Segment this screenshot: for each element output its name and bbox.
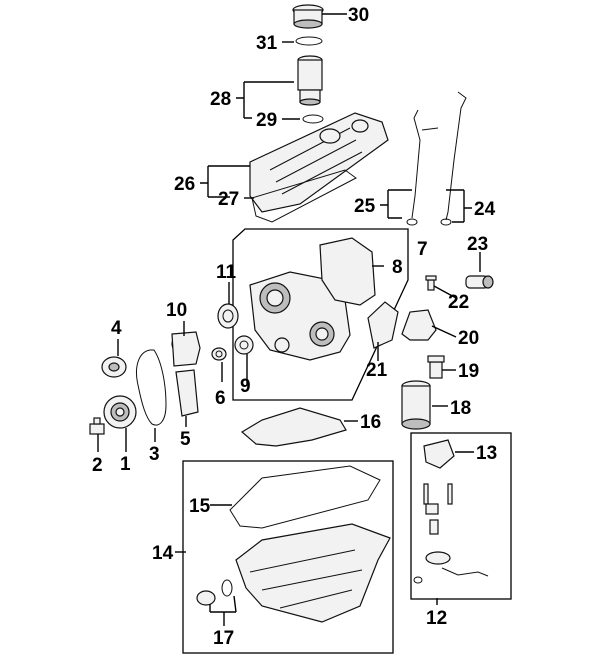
callout-19: 19 bbox=[458, 361, 479, 382]
cover-seal-part bbox=[234, 335, 254, 355]
oil-cooler-fitting-part bbox=[427, 355, 445, 379]
idler-part bbox=[101, 356, 127, 378]
callout-25: 25 bbox=[354, 196, 376, 217]
callout-23: 23 bbox=[467, 234, 488, 255]
callout-26: 26 bbox=[174, 174, 195, 195]
oil-filler-cap-part bbox=[292, 4, 324, 29]
timing-tensioner-part bbox=[175, 369, 199, 417]
oil-pump-group-box bbox=[410, 432, 512, 600]
crankshaft-pulley-part bbox=[103, 395, 137, 429]
callout-14: 14 bbox=[152, 543, 174, 564]
water-pump-gasket-part bbox=[319, 237, 376, 306]
timing-cover-part bbox=[249, 271, 351, 361]
callout-12: 12 bbox=[426, 608, 447, 629]
callout-30: 30 bbox=[348, 5, 369, 26]
oil-pump-assembly-parts bbox=[413, 439, 489, 584]
camshaft-sprocket-part bbox=[171, 331, 201, 367]
callout-9: 9 bbox=[240, 376, 251, 397]
callout-2: 2 bbox=[92, 455, 103, 476]
callout-5: 5 bbox=[180, 429, 191, 450]
callout-31: 31 bbox=[256, 33, 278, 54]
oil-pan-group-box bbox=[182, 460, 394, 654]
pulley-bolt-part bbox=[89, 417, 105, 435]
oil-pressure-sensor-part bbox=[425, 275, 437, 291]
oil-pan-part bbox=[235, 523, 391, 623]
callout-17: 17 bbox=[213, 628, 234, 649]
drain-plug-part bbox=[196, 579, 233, 606]
timing-chain-part bbox=[136, 349, 167, 426]
callout-6: 6 bbox=[215, 388, 226, 409]
valve-cover-gasket-part bbox=[251, 169, 357, 223]
callout-28: 28 bbox=[210, 89, 231, 110]
callout-15: 15 bbox=[189, 496, 211, 517]
rear-cover-part bbox=[367, 301, 399, 349]
callout-21: 21 bbox=[366, 360, 388, 381]
callout-labels: 30 31 28 29 26 27 25 24 23 7 8 11 22 10 … bbox=[92, 5, 497, 649]
dipstick-tube-part bbox=[411, 109, 439, 219]
leader-lines bbox=[97, 13, 481, 626]
oil-filler-tube-part bbox=[297, 55, 323, 106]
callout-16: 16 bbox=[360, 412, 381, 433]
callout-24: 24 bbox=[474, 199, 496, 220]
callout-8: 8 bbox=[392, 257, 403, 278]
dipstick-seal-part bbox=[440, 218, 452, 226]
filler-tube-o-ring-part bbox=[302, 114, 324, 124]
callout-10: 10 bbox=[166, 300, 187, 321]
oil-filter-adapter-part bbox=[401, 309, 437, 341]
callout-13: 13 bbox=[476, 443, 497, 464]
oil-pan-baffle-part bbox=[240, 407, 347, 447]
balance-shaft-seal-part bbox=[211, 347, 227, 361]
callout-29: 29 bbox=[256, 110, 277, 131]
callout-22: 22 bbox=[448, 292, 469, 313]
dipstick-part bbox=[445, 91, 467, 221]
cap-o-ring-part bbox=[295, 36, 323, 46]
timing-cover-group-box bbox=[232, 228, 409, 401]
callout-11: 11 bbox=[216, 262, 237, 283]
knock-sensor-part bbox=[465, 275, 494, 289]
oil-pan-gasket-part bbox=[229, 465, 381, 529]
callout-18: 18 bbox=[450, 398, 471, 419]
callout-20: 20 bbox=[458, 328, 479, 349]
oil-filter-part bbox=[401, 380, 431, 430]
callout-7: 7 bbox=[417, 239, 428, 260]
crankshaft-seal-part bbox=[217, 303, 239, 329]
callout-3: 3 bbox=[149, 444, 160, 465]
callout-1: 1 bbox=[120, 454, 131, 475]
callout-4: 4 bbox=[111, 318, 122, 339]
callout-27: 27 bbox=[218, 189, 239, 210]
dipstick-tube-seal-part bbox=[406, 218, 418, 226]
